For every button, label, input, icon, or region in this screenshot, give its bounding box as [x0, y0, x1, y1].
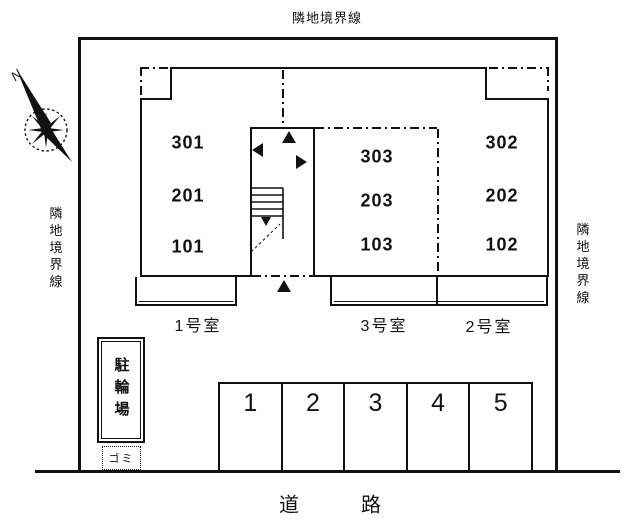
partition-dashdot-unit3-right — [437, 129, 439, 275]
unit-label-2: 2号室 — [465, 319, 513, 336]
building-right-wall — [547, 98, 549, 277]
balcony-left-inner-line — [139, 301, 233, 302]
compass-icon: N — [8, 66, 72, 162]
stair-arrow-up-icon — [282, 131, 296, 143]
building-top-wall — [170, 67, 487, 69]
room-number-201: 201 — [171, 185, 205, 206]
parking-space-5: 5 — [468, 384, 531, 470]
partition-dashdot-unit3-top — [315, 127, 437, 129]
stair-arrow-right-icon — [296, 155, 307, 169]
parking-space-1: 1 — [220, 384, 281, 470]
building-bottom-wall-right — [311, 275, 549, 277]
garbage-box: ゴミ — [102, 446, 141, 470]
bicycle-parking-label: 駐輪場 — [112, 357, 130, 423]
bicycle-parking-inner-border: 駐輪場 — [101, 341, 141, 439]
parking-space-3: 3 — [343, 384, 406, 470]
room-number-202: 202 — [485, 185, 519, 206]
stairwell-bottom-dashdot — [252, 275, 313, 277]
compass-circle — [24, 108, 68, 152]
parking-space-number: 3 — [368, 389, 383, 417]
stairwell-top-wall — [250, 127, 315, 129]
balcony-left — [135, 277, 237, 306]
entrance-arrow-icon — [277, 280, 291, 292]
parking-space-number: 1 — [243, 389, 258, 417]
bicycle-parking-area: 駐輪場 — [97, 337, 145, 443]
balcony-divider-line — [436, 277, 438, 306]
room-number-101: 101 — [171, 236, 205, 257]
stairwell-right-wall — [313, 127, 315, 277]
room-number-102: 102 — [485, 234, 519, 255]
notch-topleft-wall-v — [170, 67, 172, 100]
building-bottom-wall-left — [140, 275, 252, 277]
room-number-301: 301 — [171, 132, 205, 153]
boundary-label-left: 隣地境界線 — [47, 206, 63, 292]
building-left-wall — [140, 98, 142, 277]
boundary-right-line — [555, 37, 558, 473]
road-char-2: 路 — [361, 494, 381, 517]
compass-needle — [16, 68, 51, 131]
stair-arrow-left-icon — [252, 143, 263, 157]
parking-space-4: 4 — [405, 384, 469, 470]
road-edge-line — [35, 470, 620, 473]
staircase-icon — [250, 187, 284, 253]
stair-break-line — [250, 223, 281, 253]
notch-topright-wall-h — [485, 98, 549, 100]
parking-space-2: 2 — [280, 384, 344, 470]
road-char-1: 道 — [279, 494, 299, 517]
partition-dashdot-above-stairs — [282, 70, 284, 127]
unit-label-1: 1号室 — [174, 318, 222, 335]
balcony-right — [330, 277, 548, 306]
road-label: 道 路 — [279, 489, 381, 518]
notch-topleft-dashdot-top — [140, 67, 170, 69]
compass-needle-tail — [43, 127, 72, 162]
parking-space-number: 5 — [493, 389, 508, 417]
boundary-label-top: 隣地境界線 — [291, 10, 363, 26]
parking-row: 1 2 3 4 5 — [218, 382, 533, 470]
unit-label-3: 3号室 — [360, 318, 408, 335]
garbage-label: ゴミ — [108, 453, 135, 465]
notch-topright-dashdot-side — [547, 67, 549, 91]
room-number-103: 103 — [360, 234, 394, 255]
parking-space-number: 2 — [305, 389, 320, 417]
parking-space-number: 4 — [431, 389, 446, 417]
room-number-302: 302 — [485, 132, 519, 153]
boundary-top-line — [78, 37, 558, 40]
room-number-203: 203 — [360, 190, 394, 211]
boundary-left-line — [78, 37, 81, 473]
notch-topleft-dashdot-side — [140, 67, 142, 98]
room-number-303: 303 — [360, 146, 394, 167]
boundary-label-right: 隣地境界線 — [574, 222, 590, 308]
stair-treads — [252, 187, 284, 239]
balcony-right-inner-line — [334, 301, 544, 302]
notch-topright-dashdot-top — [489, 67, 547, 69]
notch-topleft-wall-h — [140, 98, 172, 100]
stair-down-arrow-icon — [261, 217, 271, 226]
notch-topright-wall-v — [485, 67, 487, 100]
stairwell-left-wall — [250, 127, 252, 277]
